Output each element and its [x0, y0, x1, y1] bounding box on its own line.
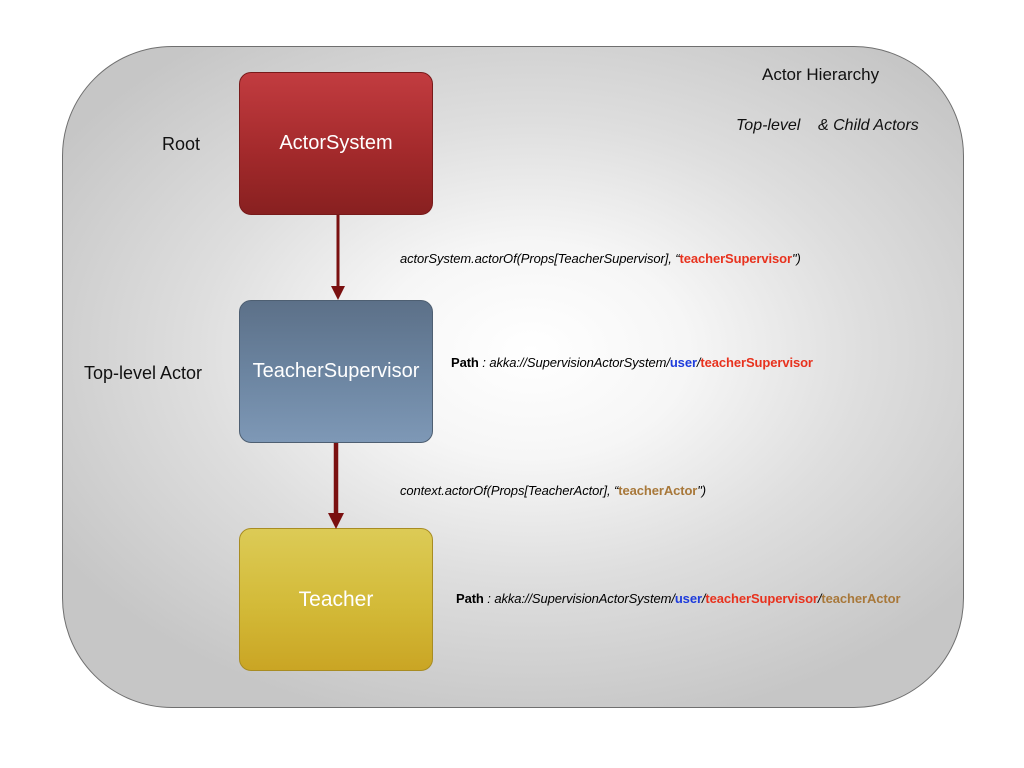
diagram-title: Actor Hierarchy: [762, 65, 880, 84]
edge-label-supervisor-to-teacher: context.actorOf(Props[TeacherActor], “te…: [400, 483, 707, 498]
arrow-system-to-supervisor: [331, 215, 345, 300]
diagram-panel: [62, 46, 964, 708]
level-label-top-level: Top-level Actor: [84, 363, 203, 383]
level-label-root: Root: [162, 134, 201, 154]
diagram-subtitle-part1: Top-level: [736, 117, 801, 134]
teacher-node: Teacher: [239, 528, 433, 671]
actor-system-node: ActorSystem: [239, 72, 433, 215]
actor-system-label: ActorSystem: [279, 132, 393, 154]
edge-label-system-to-supervisor: actorSystem.actorOf(Props[TeacherSupervi…: [400, 251, 801, 266]
diagram-subtitle-part2: & Child Actors: [818, 117, 919, 134]
teacher-supervisor-label: TeacherSupervisor: [252, 360, 420, 382]
arrow-supervisor-to-teacher: [328, 443, 344, 529]
teacher-supervisor-node: TeacherSupervisor: [239, 300, 433, 443]
path-teacher-actor: Path : akka://SupervisionActorSystem/use…: [456, 591, 901, 606]
teacher-label: Teacher: [298, 587, 374, 611]
path-teacher-supervisor: Path : akka://SupervisionActorSystem/use…: [451, 355, 813, 370]
